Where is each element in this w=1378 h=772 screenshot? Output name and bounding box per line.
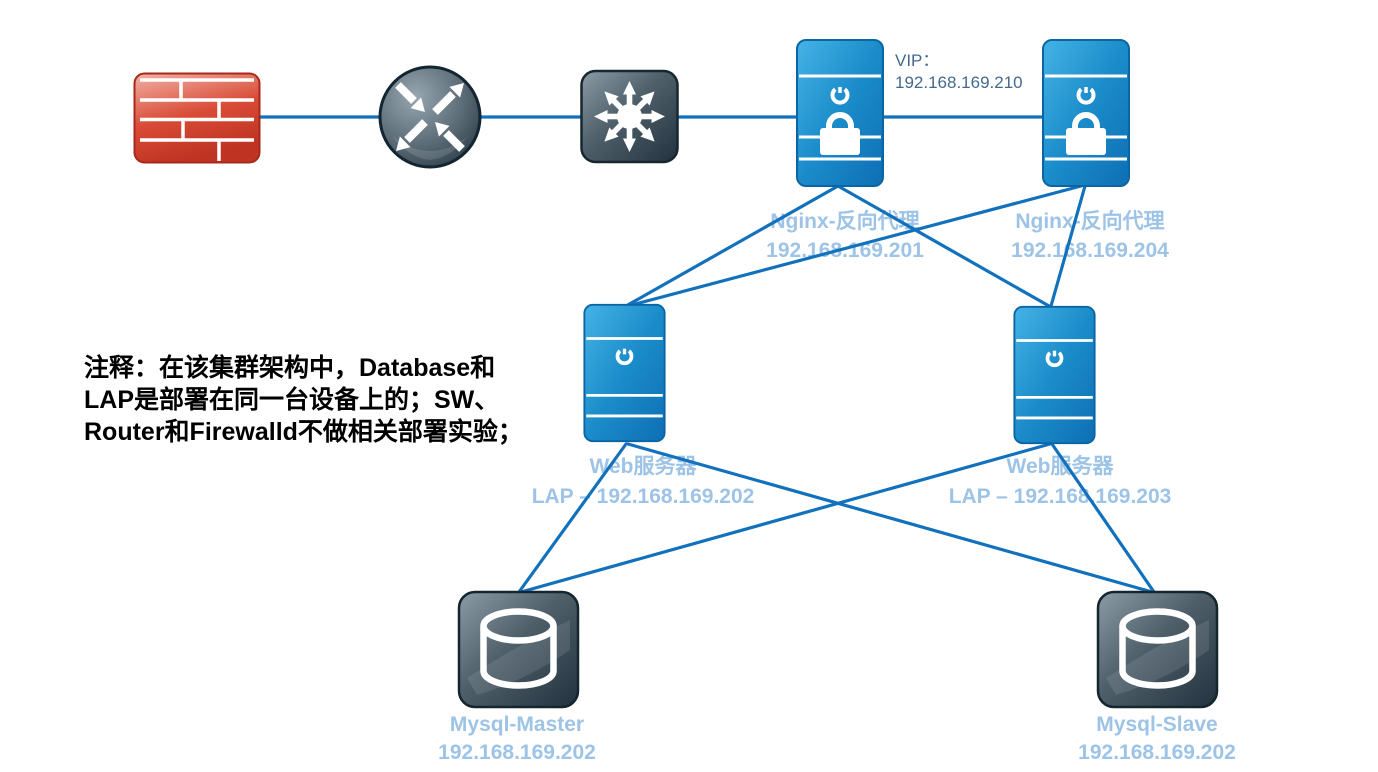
firewall-icon: [133, 72, 261, 164]
edge-nginx2-web2: [1049, 184, 1087, 308]
node-mysql-slave: [1096, 590, 1219, 709]
nginx-proxy-1-label: Nginx-反向代理 192.168.169.201: [766, 207, 924, 265]
switch-icon: [579, 69, 680, 164]
vip-title: VIP：: [895, 51, 940, 70]
web-server-2-label: Web服务器 LAP – 192.168.169.203: [949, 452, 1172, 512]
node-name: Nginx-反向代理: [770, 210, 920, 233]
server-icon: [582, 303, 667, 443]
node-nginx-proxy-2: [1041, 38, 1131, 188]
node-router: [377, 64, 483, 170]
node-web-server-1: [582, 303, 667, 443]
node-mysql-master: [457, 590, 580, 709]
node-name: Web服务器: [1006, 455, 1114, 478]
mysql-slave-label: Mysql-Slave 192.168.169.202: [1078, 711, 1236, 767]
edge-nginx2-web1: [626, 184, 1083, 308]
database-icon: [457, 590, 580, 709]
node-web-server-2: [1012, 305, 1097, 445]
node-name: Mysql-Master: [449, 713, 585, 736]
edge-nginx1-web1: [624, 184, 840, 308]
annotation-note: 注释：在该集群架构中，Database和 LAP是部署在同一台设备上的；SW、 …: [84, 352, 523, 448]
node-nginx-proxy-1: [795, 38, 885, 188]
edge-web1-mysql2: [626, 442, 1154, 594]
node-ip: 192.168.169.204: [1011, 239, 1169, 262]
node-switch: [579, 69, 680, 164]
node-name: Mysql-Slave: [1096, 713, 1218, 736]
node-ip: 192.168.169.201: [766, 239, 924, 262]
server-lock-icon: [1041, 38, 1131, 188]
note-line: Router和Firewalld不做相关部署实验；: [84, 418, 523, 446]
edge-nginx1-web2: [836, 184, 1051, 308]
node-ip: LAP – 192.168.169.203: [948, 485, 1172, 508]
server-icon: [1012, 305, 1097, 445]
router-icon: [377, 64, 483, 170]
node-firewall: [133, 72, 261, 164]
server-lock-icon: [795, 38, 885, 188]
mysql-master-label: Mysql-Master 192.168.169.202: [438, 711, 596, 767]
node-ip: 192.168.169.202: [438, 741, 596, 764]
note-line: 注释：在该集群架构中，Database和: [84, 354, 496, 382]
database-icon: [1096, 590, 1219, 709]
node-ip: LAP – 192.168.169.202: [531, 485, 755, 508]
edge-web2-mysql1: [519, 442, 1052, 594]
edge-web2-mysql2: [1050, 442, 1156, 594]
edge-web1-mysql1: [517, 442, 628, 594]
vip-label: VIP： 192.168.169.210: [895, 50, 1023, 94]
node-ip: 192.168.169.202: [1078, 741, 1236, 764]
note-line: LAP是部署在同一台设备上的；SW、: [84, 386, 500, 414]
node-name: Web服务器: [589, 455, 697, 478]
nginx-proxy-2-label: Nginx-反向代理 192.168.169.204: [1011, 207, 1169, 265]
vip-ip: 192.168.169.210: [895, 73, 1023, 92]
web-server-1-label: Web服务器 LAP – 192.168.169.202: [532, 452, 755, 512]
node-name: Nginx-反向代理: [1015, 210, 1165, 233]
